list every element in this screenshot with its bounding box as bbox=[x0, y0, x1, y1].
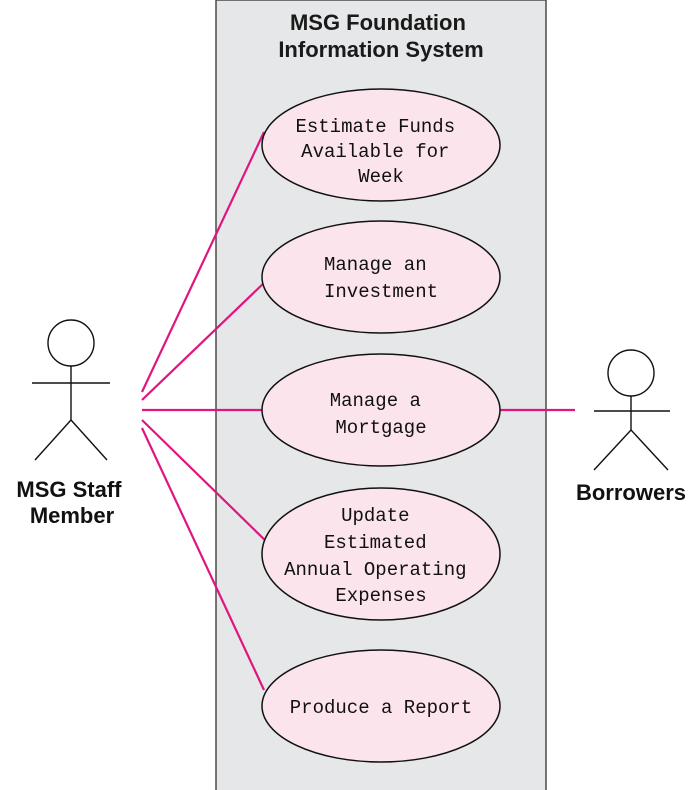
actor-head bbox=[607, 349, 655, 397]
use-case-estimate-funds[interactable]: Estimate Funds Available for Week bbox=[261, 88, 501, 202]
actor-left-leg bbox=[593, 429, 632, 471]
use-case-manage-mortgage[interactable]: Manage a Mortgage bbox=[261, 353, 501, 467]
use-case-label: Update Estimated Annual Operating Expens… bbox=[284, 505, 478, 607]
actor-right-leg bbox=[630, 429, 669, 471]
use-case-label: Estimate Funds Available for Week bbox=[295, 116, 466, 188]
actor-label-borrowers: Borrowers bbox=[576, 480, 686, 505]
association-staff-estimate-funds[interactable] bbox=[141, 131, 265, 393]
system-title-line-1: MSG Foundation bbox=[290, 10, 466, 35]
use-case-produce-report[interactable]: Produce a Report bbox=[261, 649, 501, 763]
use-case-manage-investment[interactable]: Manage an Investment bbox=[261, 220, 501, 334]
use-case-label: Manage a Mortgage bbox=[330, 390, 433, 439]
actor-borrowers[interactable]: Borrowers bbox=[576, 349, 686, 505]
system-title-line-2: Information System bbox=[278, 37, 483, 62]
actor-head bbox=[47, 319, 95, 367]
actor-label-staff: MSG Staff Member bbox=[16, 477, 127, 528]
actor-right-leg bbox=[70, 419, 108, 461]
association-staff-manage-investment[interactable] bbox=[141, 280, 267, 401]
use-case-label: Manage an Investment bbox=[324, 254, 438, 303]
use-case-update-expenses[interactable]: Update Estimated Annual Operating Expens… bbox=[261, 487, 501, 621]
association-staff-update-expenses[interactable] bbox=[141, 419, 273, 548]
association-staff-produce-report[interactable] bbox=[141, 427, 265, 691]
actor-left-leg bbox=[34, 419, 72, 461]
system-title: MSG Foundation Information System bbox=[278, 10, 483, 62]
actor-msg-staff-member[interactable]: MSG Staff Member bbox=[16, 319, 127, 528]
use-case-label: Produce a Report bbox=[290, 697, 472, 719]
